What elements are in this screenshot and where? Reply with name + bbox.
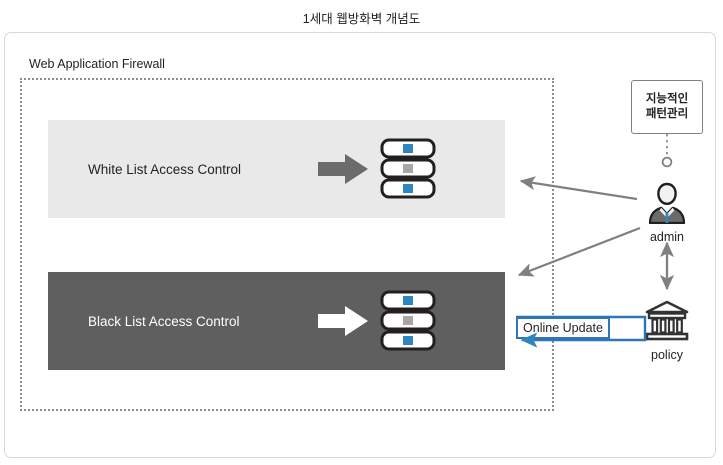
flow-arrow-icon [318, 154, 368, 184]
policy-node[interactable]: policy [637, 300, 697, 362]
page-title: 1세대 웹방화벽 개념도 [302, 12, 421, 26]
flow-arrow-icon [318, 306, 368, 336]
server-icon [380, 138, 436, 199]
pattern-management-line2: 패턴관리 [645, 108, 689, 120]
online-update-badge[interactable]: Online Update [516, 317, 610, 339]
admin-node[interactable]: admin [637, 182, 697, 244]
pattern-management-line1: 지능적인 [645, 93, 689, 105]
bank-policy-icon [645, 300, 689, 341]
panel-black-list[interactable]: Black List Access Control [48, 272, 505, 370]
policy-label: policy [651, 348, 683, 362]
server-icon [380, 290, 436, 351]
admin-label: admin [649, 230, 685, 244]
user-admin-icon [648, 182, 686, 225]
panel-white-list-label: White List Access Control [88, 161, 242, 177]
pattern-management-box[interactable]: 지능적인 패턴관리 [631, 80, 703, 134]
panel-white-list[interactable]: White List Access Control [48, 120, 505, 218]
panel-black-list-label: Black List Access Control [88, 313, 240, 329]
waf-region-label: Web Application Firewall [29, 57, 165, 71]
